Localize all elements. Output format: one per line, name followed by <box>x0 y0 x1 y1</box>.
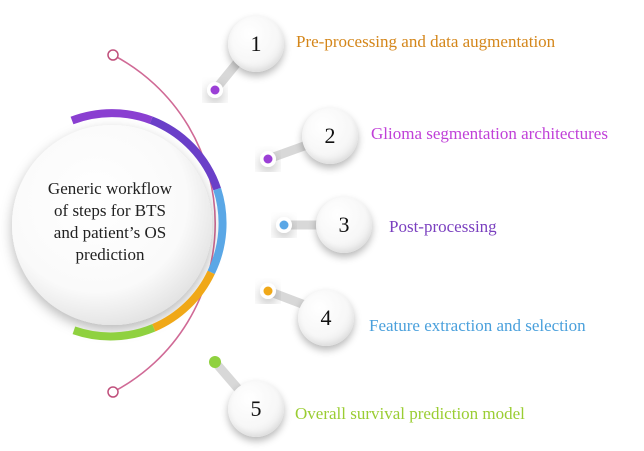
center-title: Generic workflow of steps for BTS and pa… <box>30 178 190 266</box>
step-number-2: 2 <box>302 108 358 164</box>
arc-end-circle <box>107 386 119 398</box>
step-number-5: 5 <box>228 381 284 437</box>
step-number-3: 3 <box>316 197 372 253</box>
step-label-1: Pre-processing and data augmentation <box>296 32 556 51</box>
timeline-arc <box>112 54 216 393</box>
connectors <box>210 47 335 403</box>
node-dot-5 <box>209 356 221 368</box>
arc-start-circle <box>107 49 119 61</box>
center-line-2: of steps for BTS <box>54 201 166 220</box>
center-line-1: Generic workflow <box>47 179 173 198</box>
step-label-2: Glioma segmentation architectures <box>371 124 608 143</box>
step-label-3: Post-processing <box>389 217 497 236</box>
step-number-1: 1 <box>228 16 284 72</box>
node-dot-1 <box>207 82 223 98</box>
center-circle <box>12 125 212 325</box>
step-number-4: 4 <box>298 290 354 346</box>
color-ring <box>70 109 227 341</box>
step-label-4: Feature extraction and selection <box>369 316 586 335</box>
ring-segment-purple <box>70 109 153 125</box>
step-label-5: Overall survival prediction model <box>295 404 525 423</box>
center-line-3: and patient’s OS <box>53 223 167 242</box>
ring-segment-green <box>72 324 156 341</box>
ring-segment-violet <box>149 116 221 191</box>
ring-segment-orange <box>152 270 215 332</box>
node-dot-3 <box>276 217 292 233</box>
center-line-4: prediction <box>75 245 145 264</box>
ring-segment-blue <box>207 187 227 275</box>
node-dot-2 <box>260 151 276 167</box>
node-dot-4 <box>260 283 276 299</box>
